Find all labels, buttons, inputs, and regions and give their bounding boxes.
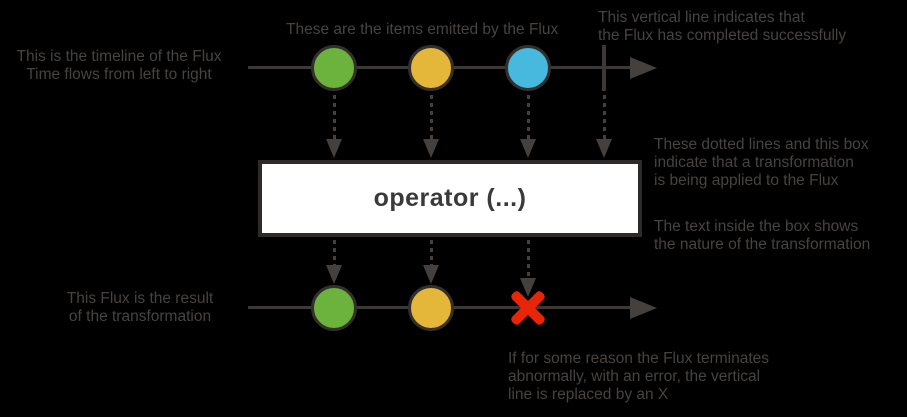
result-note-line: This Flux is the result [66, 290, 214, 307]
source-marble-yellow-icon [408, 45, 454, 91]
source-marble-blue-icon [505, 45, 551, 91]
complete-note-line: the Flux has completed successfully [598, 27, 847, 44]
error-x-icon [506, 286, 550, 330]
error-note-line: abnormally, with an error, the vertical [508, 368, 761, 385]
dashed-line [430, 240, 433, 265]
dashed-line [527, 240, 530, 278]
dashed-arrowhead-icon [326, 139, 342, 158]
result-note-line: of the transformation [68, 308, 212, 325]
error-note-line: If for some reason the Flux terminates [508, 350, 770, 367]
source-timeline-arrow-icon [630, 57, 657, 79]
result-note: This Flux is the result of the transform… [40, 290, 240, 326]
error-note-line: line is replaced by an X [508, 386, 669, 403]
items-note: These are the items emitted by the Flux [286, 21, 558, 39]
timeline-note-line: Time flows from left to right [26, 66, 212, 83]
dashed-line [603, 95, 606, 139]
error-note: If for some reason the Flux terminates a… [508, 350, 769, 404]
operator-box: operator (...) [258, 160, 642, 237]
dashed-line [527, 95, 530, 139]
box-text-note: The text inside the box shows the nature… [654, 218, 870, 254]
operator-box-label: operator (...) [373, 184, 527, 212]
dashed-arrowhead-icon [326, 265, 342, 284]
dashed-arrowhead-icon [423, 139, 439, 158]
complete-line [602, 45, 606, 91]
dashed-line [333, 240, 336, 265]
dashed-line [333, 95, 336, 139]
dashed-arrowhead-icon [520, 139, 536, 158]
transformation-note-line: indicate that a transformation [654, 154, 854, 171]
result-marble-yellow-icon [408, 285, 454, 331]
dashed-line [430, 95, 433, 139]
source-marble-green-icon [311, 45, 357, 91]
complete-note: This vertical line indicates that the Fl… [598, 9, 846, 45]
transformation-note-line: is being applied to the Flux [654, 172, 839, 189]
box-text-note-line: the nature of the transformation [654, 236, 871, 253]
dashed-arrowhead-icon [423, 265, 439, 284]
result-marble-green-icon [311, 285, 357, 331]
timeline-note-line: This is the timeline of the Flux [16, 48, 222, 65]
dashed-arrowhead-icon [520, 278, 536, 297]
transformation-note-line: These dotted lines and this box [654, 136, 869, 153]
transformation-note: These dotted lines and this box indicate… [654, 136, 869, 190]
complete-note-line: This vertical line indicates that [598, 9, 805, 26]
items-note-line: These are the items emitted by the Flux [286, 21, 559, 38]
result-timeline-arrow-icon [630, 297, 657, 319]
timeline-note: This is the timeline of the Flux Time fl… [5, 48, 233, 84]
dashed-arrowhead-icon [596, 139, 612, 158]
box-text-note-line: The text inside the box shows [654, 218, 859, 235]
